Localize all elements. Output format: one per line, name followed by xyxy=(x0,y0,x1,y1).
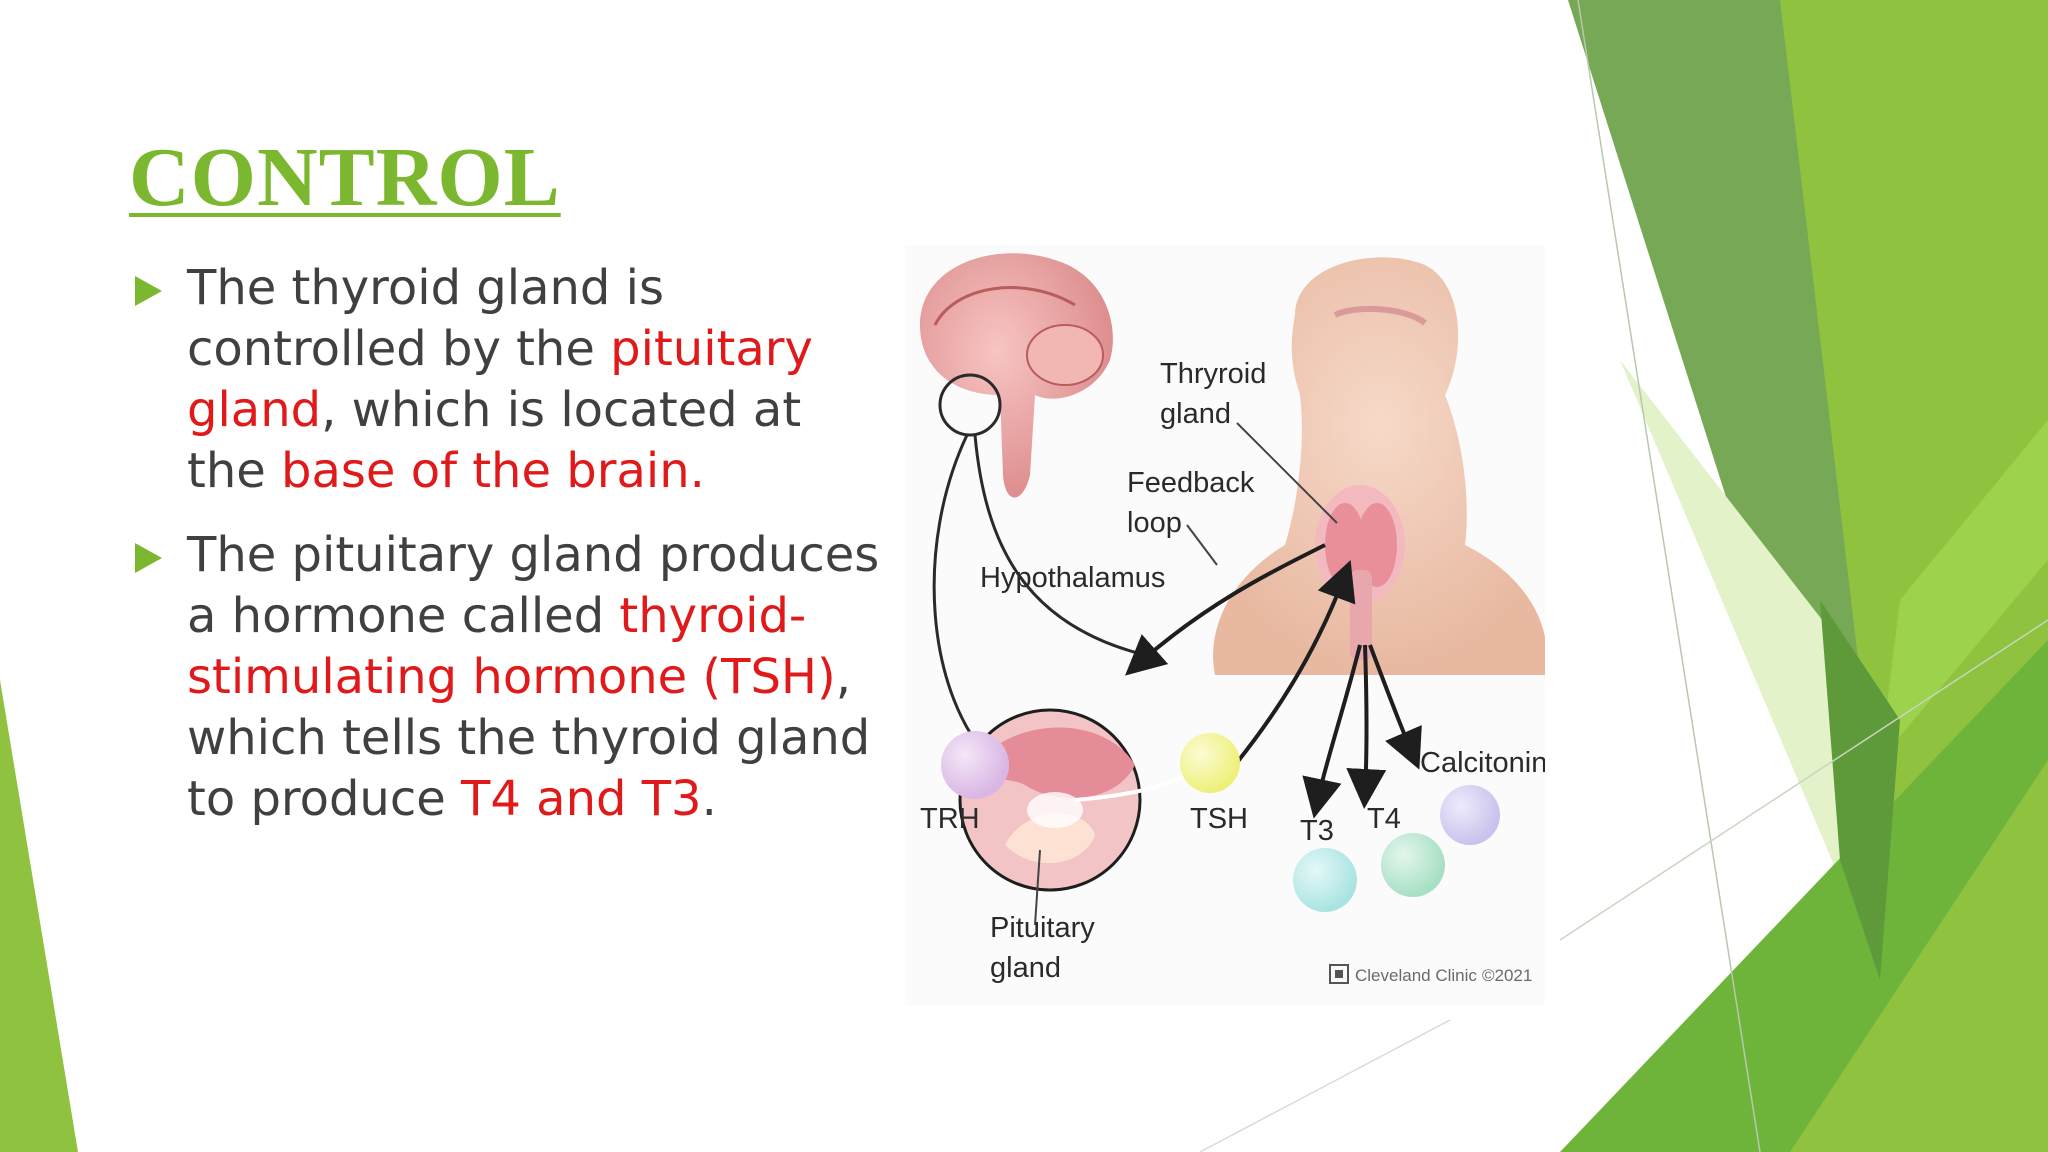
bullet-segment: The thyroid gland is controlled by the xyxy=(187,260,664,377)
trh-sphere xyxy=(941,731,1009,799)
label-trh: TRH xyxy=(920,803,980,835)
label-thyroid-gland-2: gland xyxy=(1160,398,1231,430)
brain-illustration xyxy=(920,253,1113,498)
label-t3: T3 xyxy=(1300,815,1334,847)
neck-illustration xyxy=(1213,257,1545,675)
label-t4: T4 xyxy=(1367,803,1401,835)
arrow-to-t4 xyxy=(1346,644,1387,809)
feedback-arrow xyxy=(1125,543,1326,676)
bullet-segment: , which tells the thyroid gland to produ… xyxy=(187,649,871,827)
bullet-highlight: T4 and T3 xyxy=(461,771,702,827)
thyroid-label-leader xyxy=(1236,422,1338,524)
arrow-to-calcitonin xyxy=(1368,644,1422,770)
label-feedback-2: loop xyxy=(1127,507,1182,539)
copyright-text: ©2021 xyxy=(1482,966,1532,985)
bg-thin-line-1 xyxy=(1577,0,1761,1152)
bg-shape-right-light xyxy=(1620,360,1900,950)
credit-text: Cleveland Clinic xyxy=(1355,966,1477,985)
t4-sphere xyxy=(1381,833,1445,897)
cleveland-clinic-logo-icon xyxy=(1329,964,1349,984)
bg-shape-right-green xyxy=(1790,760,2048,1152)
bullet-arrow-icon xyxy=(135,543,162,573)
bg-shape-right-stripe xyxy=(1880,420,2048,760)
bullet-highlight: base of the brain. xyxy=(281,443,705,499)
arrow-to-t3 xyxy=(1302,644,1362,819)
bullet-highlight: pituitary gland xyxy=(187,321,813,438)
pituitary-label-leader xyxy=(1034,849,1041,926)
label-thyroid-gland-1: Thryroid xyxy=(1160,358,1266,390)
t3-sphere xyxy=(1293,848,1357,912)
bg-thin-line-3 xyxy=(1199,1019,1451,1152)
bullet-text: The pituitary gland produces a hormone c… xyxy=(187,525,895,830)
bg-thin-line-2 xyxy=(1559,619,2048,941)
bullet-highlight: thyroid-stimulating hormone (TSH) xyxy=(187,588,836,705)
bg-shape-left xyxy=(0,680,78,1152)
bullet-segment: . xyxy=(701,771,717,827)
bullet-text: The thyroid gland is controlled by the p… xyxy=(187,258,895,502)
label-pituitary-2: gland xyxy=(990,952,1061,984)
bullet-tsh: The pituitary gland produces a hormone c… xyxy=(135,525,895,830)
bullet-arrow-icon xyxy=(135,276,162,306)
bg-shape-right-dark-band xyxy=(1820,600,1900,980)
calcitonin-sphere xyxy=(1440,785,1500,845)
bullet-segment: The pituitary gland produces a hormone c… xyxy=(187,527,880,644)
brain-to-hypothalamus-line xyxy=(973,434,1146,657)
feedback-label-leader xyxy=(1186,524,1218,566)
label-feedback-1: Feedback xyxy=(1127,467,1255,499)
bullet-segment: , which is located at the xyxy=(187,382,802,499)
label-hypothalamus: Hypothalamus xyxy=(980,562,1165,594)
bullet-thyroid-control: The thyroid gland is controlled by the p… xyxy=(135,258,895,502)
tsh-to-thyroid-arrow xyxy=(1233,560,1356,767)
tsh-sphere xyxy=(1180,733,1240,793)
label-tsh: TSH xyxy=(1190,803,1248,835)
slide-title: CONTROL xyxy=(129,131,561,224)
label-calcitonin: Calcitonin xyxy=(1420,747,1545,779)
thyroid-feedback-diagram: Thryroid gland Feedback loop Hypothalamu… xyxy=(905,245,1545,1005)
label-pituitary-1: Pituitary xyxy=(990,912,1095,944)
